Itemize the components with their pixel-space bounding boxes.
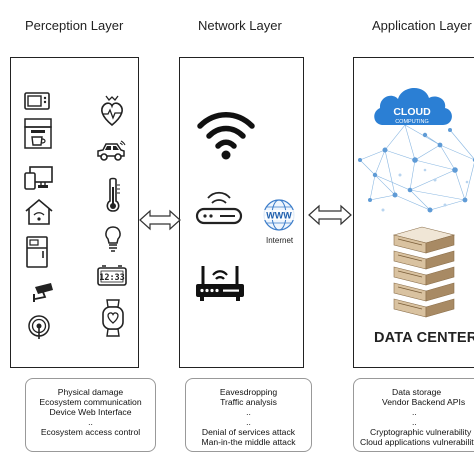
application-threat-item: Data storage: [392, 387, 442, 397]
application-threat-item: Vendor Backend APIs: [382, 397, 466, 407]
perception-threat-item: Device Web Interface: [49, 407, 132, 417]
application-threat-item: Cryptographic vulnerability: [370, 427, 472, 437]
cloud-subtitle: COMPUTING: [395, 119, 429, 125]
server-stack: [392, 226, 456, 318]
wifi-icon: [197, 112, 255, 160]
cloud-computing-graphic: CLOUD COMPUTING: [358, 87, 474, 213]
application-threat-item: ..: [412, 407, 417, 417]
application-layer-title: Application Layer: [372, 18, 472, 33]
digital-clock-icon: 12:33: [97, 265, 127, 286]
network-application-arrow: [308, 204, 352, 226]
internet-globe-icon: WWW: [263, 199, 295, 231]
network-threat-item: Man-in-the middle attack: [201, 437, 296, 447]
perception-layer-title: Perception Layer: [25, 18, 124, 33]
router-antenna-icon: [196, 266, 244, 301]
smartwatch-icon: [102, 299, 124, 337]
application-threats-box: Data storage Vendor Backend APIs .. .. C…: [353, 378, 474, 452]
thermometer-icon: [106, 177, 120, 212]
smart-home-icon: [25, 198, 53, 225]
sensor-icon: [28, 315, 50, 339]
network-threat-item: Eavesdropping: [219, 387, 278, 397]
router-icon: [195, 191, 243, 225]
application-threat-item: Cloud applications vulnerability: [360, 437, 474, 447]
application-threat-item: ..: [412, 417, 417, 427]
cloud-network-lines: [359, 124, 474, 211]
internet-label: Internet: [266, 236, 294, 245]
perception-network-arrow: [139, 209, 181, 231]
perception-threat-item: Physical damage: [57, 387, 124, 397]
network-threat-item: Traffic analysis: [220, 397, 277, 407]
security-camera-icon: [33, 283, 53, 302]
perception-threats-box: Physical damage Ecosystem communication …: [25, 378, 156, 452]
cloud-title: CLOUD: [393, 106, 431, 118]
computer-icon: [24, 166, 53, 190]
network-threat-item: Denial of services attack: [201, 427, 296, 437]
www-label: WWW: [266, 211, 292, 221]
car-icon: [97, 140, 126, 161]
network-threats-box: Eavesdropping Traffic analysis .. .. Den…: [185, 378, 312, 452]
perception-threat-item: ..: [88, 417, 93, 427]
network-threat-item: ..: [246, 407, 251, 417]
fridge-icon: [26, 236, 48, 268]
data-center-label: DATA CENTER: [374, 330, 474, 346]
network-layer-title: Network Layer: [198, 18, 282, 33]
coffee-machine-icon: [24, 118, 52, 149]
cloud-network-nodes: [358, 128, 474, 213]
microwave-icon: [24, 92, 50, 110]
perception-threat-item: Ecosystem access control: [40, 427, 141, 437]
network-threat-item: ..: [246, 417, 251, 427]
perception-threat-item: Ecosystem communication: [39, 397, 142, 407]
clock-display: 12:33: [99, 273, 125, 283]
light-bulb-icon: [105, 226, 121, 252]
data-center-servers-icon: [392, 226, 456, 318]
heart-rate-icon: [101, 95, 123, 127]
